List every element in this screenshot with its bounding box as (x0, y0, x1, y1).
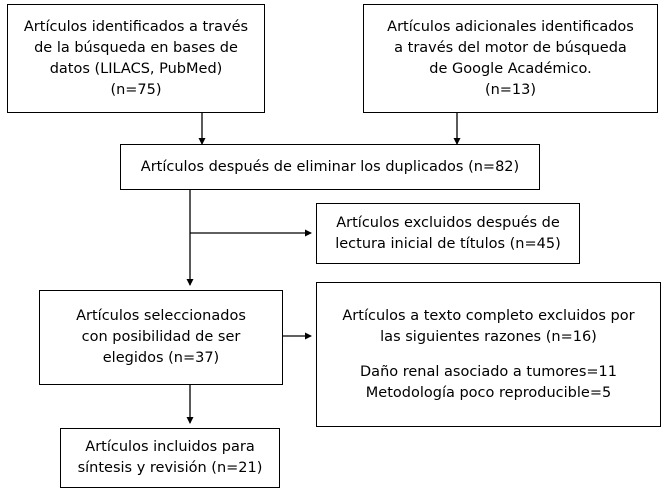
box-excluded-titles: Artículos excluidos después de lectura i… (316, 203, 580, 264)
box-text-line: las siguientes razones (n=16) (380, 328, 597, 345)
box-text-line: síntesis y revisión (n=21) (77, 460, 263, 476)
box-text-line: Artículos adicionales identificados (387, 18, 634, 35)
box-text-line: Artículos a texto completo excluidos por (342, 307, 635, 324)
box-text-line: (n=75) (110, 81, 162, 98)
box-text-line: Artículos después de eliminar los duplic… (140, 158, 520, 175)
exclusion-reason: Metodología poco reproducible=5 (365, 384, 612, 401)
box-after-duplicates: Artículos después de eliminar los duplic… (120, 144, 540, 190)
box-text-line: con posibilidad de ser (81, 329, 241, 345)
exclusion-reason: Daño renal asociado a tumores=11 (360, 363, 617, 380)
box-text-line: lectura inicial de títulos (n=45) (335, 235, 561, 252)
box-identified-google-scholar: Artículos adicionales identificados a tr… (363, 4, 658, 113)
box-included: Artículos incluidos para síntesis y revi… (60, 428, 280, 488)
box-text-line: datos (LILACS, PubMed) (49, 60, 223, 77)
box-excluded-fulltext: Artículos a texto completo excluidos por… (316, 282, 661, 427)
box-identified-databases: Artículos identificados a través de la b… (7, 4, 265, 113)
box-text-line: Artículos identificados a través (23, 18, 249, 35)
box-text-line: Artículos seleccionados (76, 308, 246, 324)
box-text-line: Artículos excluidos después de (336, 214, 560, 231)
box-text-line: (n=13) (484, 81, 537, 98)
box-text-line: de Google Académico. (429, 60, 592, 77)
box-text-line: elegidos (n=37) (102, 350, 220, 366)
box-selected: Artículos seleccionados con posibilidad … (39, 290, 283, 385)
box-text-line: Artículos incluidos para (85, 439, 255, 455)
box-text-line: a través del motor de búsqueda (394, 39, 627, 56)
box-text-line: de la búsqueda en bases de (34, 39, 238, 56)
